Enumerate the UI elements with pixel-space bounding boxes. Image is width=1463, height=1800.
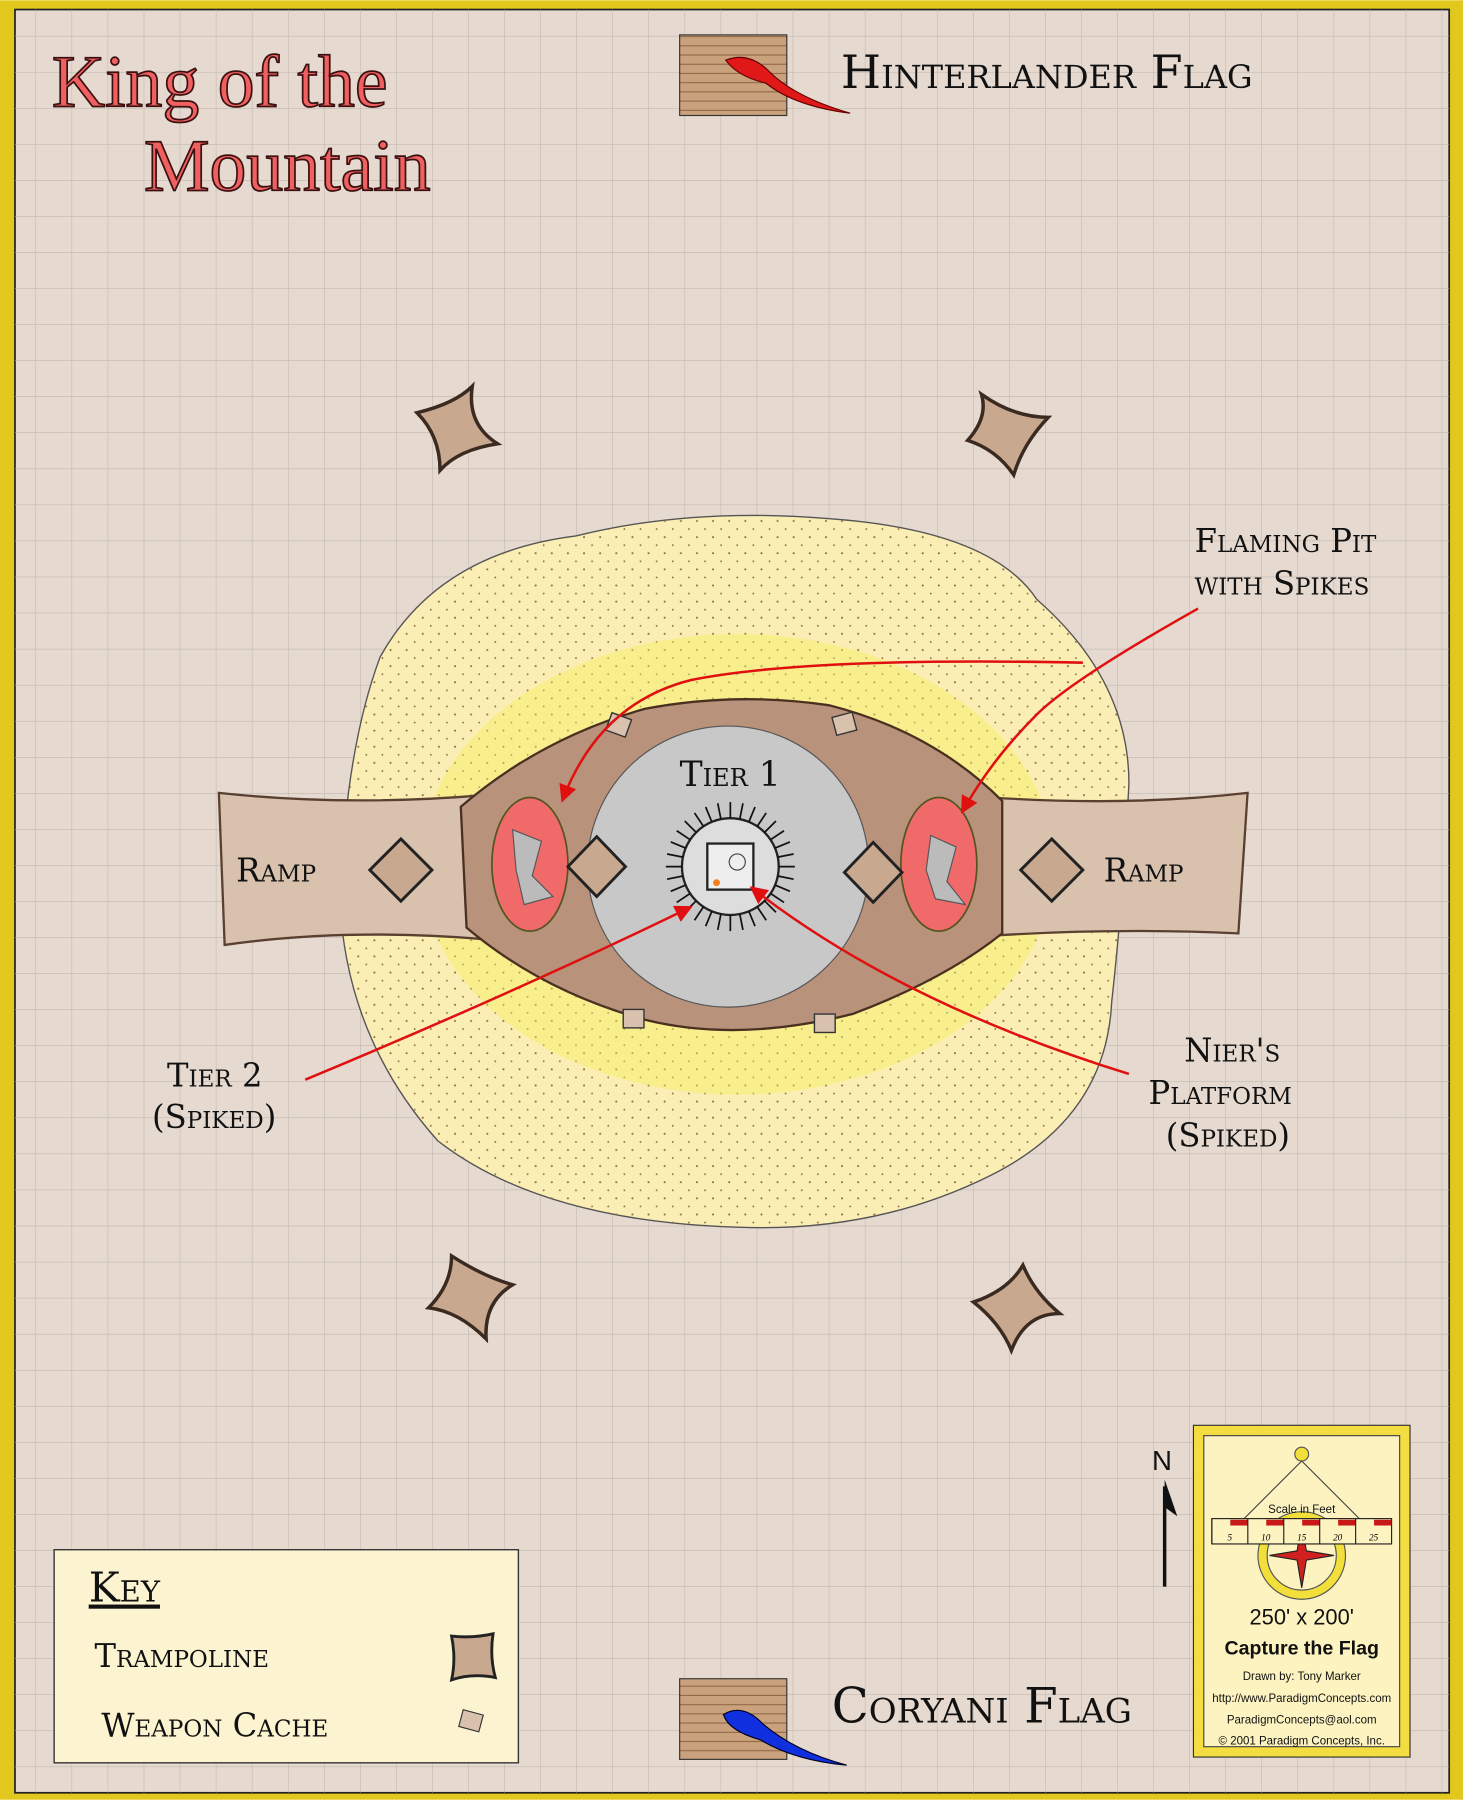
hinterlander-flag-label: Hinterlander Flag	[841, 45, 1253, 99]
platform-spike	[777, 853, 794, 859]
platform-spike	[704, 910, 713, 927]
north-label: N	[1152, 1445, 1172, 1476]
platform-spike	[693, 906, 705, 921]
map-title-line1: King of the	[52, 40, 388, 122]
trampoline-ne	[964, 389, 1053, 479]
legend-game: Capture the Flag	[1224, 1638, 1378, 1660]
platform-spike	[676, 830, 691, 841]
key-trampoline-label: Trampoline	[94, 1637, 269, 1675]
map-legend: Scale in Feet 5 10 15 20 25 250' x 200' Capt…	[1192, 1424, 1411, 1758]
platform-spike	[666, 875, 684, 881]
platform-spike	[756, 812, 767, 827]
platform-spike	[756, 906, 767, 921]
platform-spike	[763, 820, 777, 833]
platform-spike	[748, 806, 756, 823]
arrow-flaming-pit-right	[960, 607, 1199, 815]
weapon-cache	[622, 1008, 645, 1029]
niers-platform	[665, 802, 795, 932]
platform-spike	[716, 913, 722, 931]
platform-spike	[676, 892, 691, 904]
blue-flag-icon	[722, 1709, 847, 1766]
trampoline-ramp-left	[367, 836, 435, 904]
legend-dimensions: 250' x 200'	[1249, 1605, 1353, 1630]
platform-spike	[770, 892, 785, 904]
trampoline-icon	[449, 1631, 498, 1683]
platform-spike	[670, 841, 686, 849]
platform-spike	[670, 884, 686, 893]
platform-spike	[684, 820, 697, 833]
niers-platform-label-2: Platform	[1149, 1074, 1292, 1112]
weapon-cache	[813, 1013, 836, 1034]
key-weapon-cache-label: Weapon Cache	[101, 1706, 328, 1744]
trampoline-tier-left	[565, 834, 628, 899]
map-title-line2: Mountain	[144, 124, 431, 206]
platform-spike	[777, 875, 794, 881]
niers-platform-label-3: (Spiked)	[1166, 1117, 1290, 1155]
flaming-pit-label-1: Flaming Pit	[1195, 522, 1377, 560]
weapon-cache-icon	[458, 1709, 484, 1733]
scale-segment	[1338, 1519, 1356, 1526]
scale-tick-label: 5	[1228, 1532, 1233, 1542]
scale-segment	[1266, 1519, 1284, 1526]
platform-spike	[748, 910, 756, 927]
hinterlander-flag	[679, 34, 851, 117]
ramp-left-label: Ramp	[236, 852, 316, 890]
scale-segment	[1302, 1519, 1320, 1526]
weapon-cache	[604, 711, 633, 738]
map-key: Key Trampoline Weapon Cache	[53, 1549, 520, 1764]
trampoline-sw	[424, 1252, 517, 1344]
platform-spike	[704, 806, 713, 823]
niers-platform-label-1: Nier's	[1184, 1031, 1280, 1069]
platform-spike	[693, 812, 705, 827]
scale-title: Scale in Feet	[1268, 1504, 1336, 1516]
ramp-right-label: Ramp	[1104, 852, 1184, 890]
legend-drawn-by: Drawn by: Tony Marker	[1243, 1671, 1361, 1683]
tier-2-label-2: (Spiked)	[152, 1098, 276, 1136]
arrow-flaming-pit-left	[559, 660, 1083, 803]
arrow-tier-2	[304, 905, 693, 1081]
platform-spike	[774, 884, 791, 893]
scale-tick-label: 20	[1333, 1532, 1343, 1542]
platform-spike	[716, 803, 722, 820]
platform-spike	[774, 841, 791, 849]
coryani-flag-label: Coryani Flag	[832, 1679, 1132, 1735]
scale-segment	[1230, 1519, 1248, 1526]
tier-1-label: Tier 1	[680, 755, 781, 795]
arrow-niers-platform	[749, 886, 1130, 1076]
trampoline-se	[969, 1261, 1065, 1356]
tier-2-label-1: Tier 2	[167, 1057, 262, 1095]
coryani-flag	[679, 1678, 847, 1766]
red-flag-icon	[724, 56, 851, 114]
scale-tick-label: 25	[1369, 1532, 1379, 1542]
scale-bar: 5 10 15 20 25	[1211, 1518, 1392, 1544]
flaming-pit-label-2: with Spikes	[1195, 565, 1370, 603]
legend-copyright: © 2001 Paradigm Concepts, Inc.	[1219, 1735, 1385, 1747]
weapon-cache	[831, 711, 858, 737]
platform-spike	[738, 913, 744, 931]
key-title: Key	[89, 1564, 161, 1612]
trampoline-tier-right	[842, 840, 904, 905]
legend-url[interactable]: http://www.ParadigmConcepts.com	[1212, 1693, 1391, 1705]
scale-tick-label: 10	[1261, 1532, 1271, 1542]
platform-spike	[738, 803, 744, 820]
mountain	[217, 514, 1249, 1229]
north-arrow: N	[1152, 1445, 1178, 1587]
trampoline-nw	[413, 381, 503, 475]
legend-email[interactable]: ParadigmConcepts@aol.com	[1227, 1715, 1377, 1727]
trampoline-ramp-right	[1018, 836, 1085, 904]
scale-segment	[1374, 1519, 1392, 1526]
platform-spike	[770, 830, 785, 841]
platform-spike	[666, 853, 684, 859]
scale-tick-label: 15	[1297, 1532, 1307, 1542]
